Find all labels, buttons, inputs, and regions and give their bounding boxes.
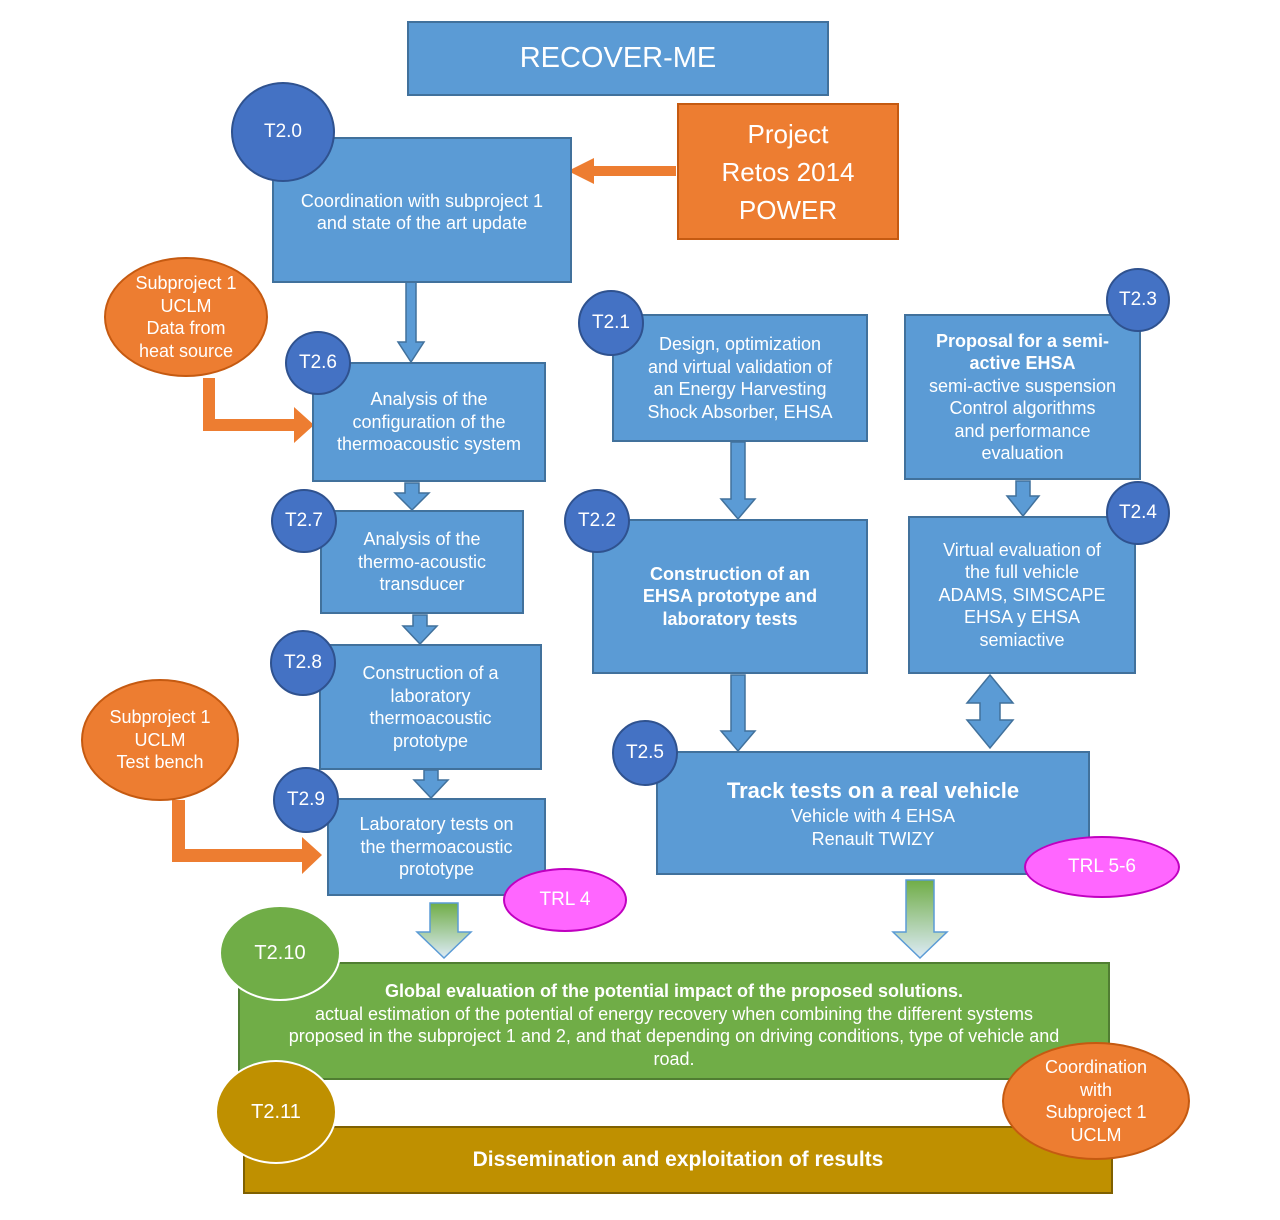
task-box-t26: Analysis of the configuration of the the… [312,362,546,482]
t27-line-1: Analysis of the [363,529,481,550]
input-test-bench: Subproject 1 UCLM Test bench [81,679,239,801]
t23-bold-2: active EHSA [969,353,1076,373]
task-box-t28: Construction of a laboratory thermoacous… [319,644,542,770]
t23-line-4: evaluation [981,443,1064,463]
arrow-t27-to-t28 [401,614,439,646]
t22-line-2: EHSA prototype and [642,586,818,607]
trl-badge-thermo: TRL 4 [503,868,627,932]
t28-line-3: thermoacoustic [369,708,492,728]
project-line-1: Project [747,118,829,149]
task-box-t22: Construction of an EHSA prototype and la… [592,519,868,674]
t27-line-2: thermo-acoustic [357,551,487,572]
t20-line-1: Coordination with subproject 1 [300,190,544,211]
t24-line-3: ADAMS, SIMSCAPE [938,584,1106,605]
t26-line-2: configuration of the [352,411,506,432]
task-box-t29: Laboratory tests on the thermoacoustic p… [327,798,546,896]
coord-line-3: Subproject 1 [1045,1102,1147,1122]
bench-line-3: Test bench [116,752,204,773]
project-box: Project Retos 2014 POWER [677,103,899,240]
task-badge-t27: T2.7 [271,489,337,553]
t25-line-2: Renault TWIZY [811,828,935,849]
t29-line-1: Laboratory tests on [359,814,514,835]
t25-line-1: Vehicle with 4 EHSA [790,806,956,826]
t28-line-2: laboratory [390,685,471,706]
gradient-arrow-right [891,879,949,960]
t24-line-1: Virtual evaluation of [943,539,1101,560]
arrow-project-to-t20 [568,158,676,184]
task-box-t27: Analysis of the thermo-acoustic transduc… [320,510,524,614]
arrow-t22-to-t25 [719,674,757,753]
project-line-3: POWER [738,194,838,225]
task-badge-t23: T2.3 [1106,268,1170,332]
t210-line-2: proposed in the subproject 1 and 2, and … [288,1026,1060,1046]
task-badge-t22: T2.2 [564,489,630,553]
project-line-2: Retos 2014 [721,156,855,187]
arrow-t28-to-t29 [412,769,450,800]
t22-line-3: laboratory tests [662,608,798,629]
task-box-t23: Proposal for a semi- active EHSA semi-ac… [904,314,1141,480]
title-box: RECOVER-ME [407,21,829,96]
task-box-t25: Track tests on a real vehicle Vehicle wi… [656,751,1090,875]
task-badge-t211: T2.11 [215,1060,337,1164]
task-badge-t24: T2.4 [1106,481,1170,545]
t210-bold: Global evaluation of the potential impac… [384,981,964,1001]
heat-line-4: heat source [138,340,234,361]
task-badge-t26: T2.6 [285,331,351,395]
gradient-arrow-left [415,902,473,960]
t23-line-2: Control algorithms [949,398,1096,418]
arrow-bench-to-t29 [172,800,322,874]
t23-line-1: semi-active suspension [928,375,1117,396]
t24-line-5: semiactive [979,629,1065,650]
t26-line-1: Analysis of the [370,389,488,410]
task-box-t211: Dissemination and exploitation of result… [243,1126,1113,1194]
task-badge-t28: T2.8 [270,630,336,696]
t210-line-3: road. [653,1048,695,1069]
t21-line-2: and virtual validation of [647,356,833,377]
t23-line-3: and performance [954,420,1091,441]
t20-line-2: and state of the art update [316,213,528,233]
arrow-t26-to-t27 [393,482,431,512]
t28-line-1: Construction of a [362,663,499,683]
coord-line-2: with [1079,1079,1112,1100]
t29-line-3: prototype [398,859,475,880]
arrow-t21-to-t22 [719,441,757,521]
coord-line-4: UCLM [1070,1124,1122,1145]
t211-bold: Dissemination and exploitation of result… [472,1148,884,1171]
trl-badge-vehicle: TRL 5-6 [1024,836,1180,898]
t29-line-2: the thermoacoustic [360,836,513,857]
bench-line-2: UCLM [134,729,186,750]
t24-line-4: EHSA y EHSA [963,607,1081,628]
task-badge-t25: T2.5 [612,720,678,786]
task-box-t21: Design, optimization and virtual validat… [612,314,868,442]
bench-line-1: Subproject 1 [109,707,211,728]
t23-bold-1: Proposal for a semi- [935,330,1110,351]
t22-line-1: Construction of an [650,563,810,584]
input-coordination: Coordination with Subproject 1 UCLM [1002,1042,1190,1160]
t26-line-3: thermoacoustic system [336,434,522,455]
heat-line-2: UCLM [160,295,212,316]
arrow-t24-t25-double [965,673,1015,750]
t25-bold: Track tests on a real vehicle [726,778,1020,803]
arrow-t23-to-t24 [1005,480,1041,518]
title-text: RECOVER-ME [519,42,717,74]
coord-line-1: Coordination [1044,1057,1148,1077]
t21-line-3: an Energy Harvesting [653,379,827,399]
t28-line-4: prototype [392,730,469,751]
t210-line-1: actual estimation of the potential of en… [314,1003,1034,1024]
t21-line-1: Design, optimization [658,334,822,354]
heat-line-3: Data from [146,318,226,338]
t27-line-3: transducer [379,574,465,595]
task-box-t24: Virtual evaluation of the full vehicle A… [908,516,1136,674]
task-badge-t20: T2.0 [231,82,335,182]
task-badge-t210: T2.10 [219,905,341,1001]
arrow-heat-to-t26 [203,378,314,443]
t21-line-4: Shock Absorber, EHSA [647,401,833,422]
task-badge-t21: T2.1 [578,290,644,356]
heat-line-1: Subproject 1 [135,273,237,293]
input-heat-source: Subproject 1 UCLM Data from heat source [104,257,268,377]
task-box-t210: Global evaluation of the potential impac… [238,962,1110,1080]
task-badge-t29: T2.9 [273,767,339,833]
t24-line-2: the full vehicle [964,562,1080,583]
